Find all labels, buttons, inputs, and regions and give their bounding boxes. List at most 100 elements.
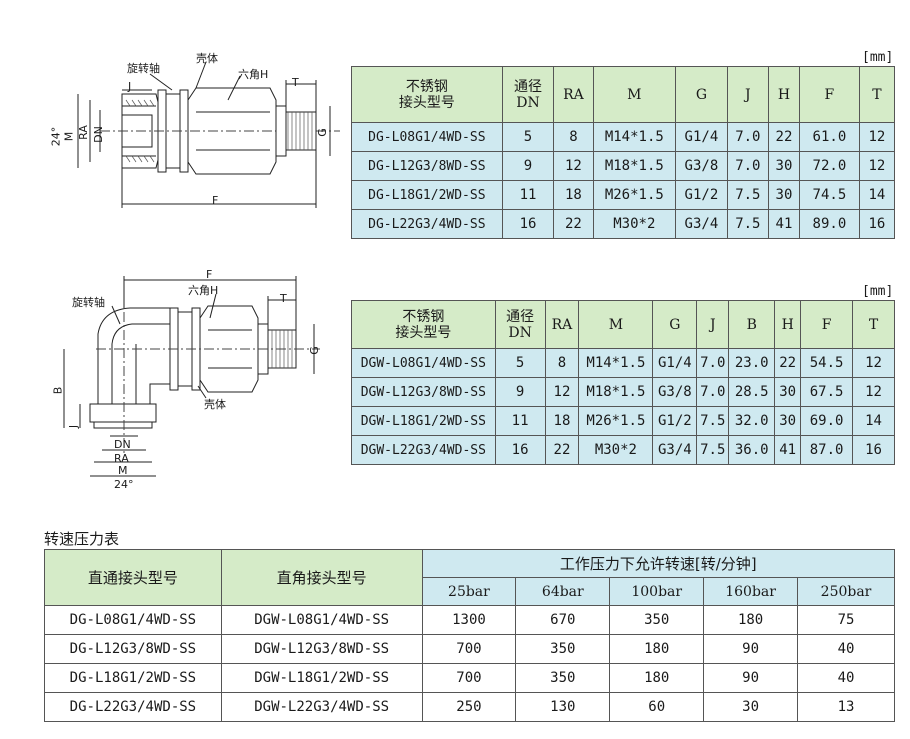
straight-fitting-spec-table: 不锈钢 接头型号 通径 DN RA M G J H F T DG-L08G1/4… [351, 66, 896, 239]
table2-cell: 7.5 [696, 435, 730, 465]
speed-cell: DG-L08G1/4WD-SS [44, 605, 222, 635]
speed-cell: 40 [797, 663, 895, 693]
table2-cell: 18 [544, 406, 580, 436]
table2-cell: G1/2 [652, 406, 698, 436]
table1-header-ra: RA [553, 66, 594, 123]
diagram2-label-m: M [118, 464, 128, 477]
speed-header-row-2: 25bar 64bar 100bar 160bar 250bar [45, 577, 895, 606]
table2-cell: 7.0 [696, 377, 730, 407]
table1-cell: M26*1.5 [592, 180, 677, 210]
table2-cell: 36.0 [728, 435, 776, 465]
table1-cell: 7.0 [726, 151, 770, 181]
table1-cell: DG-L08G1/4WD-SS [351, 122, 503, 152]
table2-cell: 22 [774, 348, 802, 378]
table2-cell: 30 [774, 377, 802, 407]
table1-cell: 7.5 [726, 180, 770, 210]
diagram1-label-t: T [292, 76, 299, 89]
table2-cell: 41 [774, 435, 802, 465]
speed-header-pressure: 160bar [703, 577, 799, 606]
speed-header-pressure: 64bar [515, 577, 611, 606]
table2-cell: 23.0 [728, 348, 776, 378]
speed-cell: DGW-L18G1/2WD-SS [220, 663, 423, 693]
table1-header-model: 不锈钢 接头型号 [351, 66, 503, 123]
speed-header-pressure: 100bar [609, 577, 705, 606]
table-row: DG-L12G3/8WD-SS 9 12 M18*1.5 G3/8 7.0 30… [351, 151, 896, 181]
speed-cell: DGW-L22G3/4WD-SS [220, 692, 423, 722]
speed-cell: 1300 [421, 605, 517, 635]
diagram2-label-t: T [280, 292, 287, 305]
table2-header-model: 不锈钢 接头型号 [351, 300, 496, 349]
table2-cell: DGW-L12G3/8WD-SS [351, 377, 496, 407]
speed-cell: 700 [421, 634, 517, 664]
diagram2-label-j: J [67, 424, 81, 429]
table2-cell: 32.0 [728, 406, 776, 436]
diagram2-label-b: B [51, 386, 65, 395]
diagram1-label-m: M [62, 131, 76, 142]
diagram1-label-j: J [128, 80, 132, 93]
table1-header-f: F [798, 66, 860, 123]
table2-header-m: M [578, 300, 654, 349]
table1-cell: 74.5 [798, 180, 860, 210]
diagram1-label-g: G [315, 128, 329, 137]
table-row: DGW-L18G1/2WD-SS 11 18 M26*1.5 G1/2 7.5 … [351, 406, 895, 436]
table2-header-t: T [852, 300, 895, 349]
speed-cell: 700 [421, 663, 517, 693]
speed-pressure-table: 直通接头型号 直角接头型号 工作压力下允许转速[转/分钟] 25bar 64ba… [44, 549, 896, 722]
table1-cell: 30 [768, 151, 800, 181]
table1-cell: G1/2 [675, 180, 728, 210]
diagram2-label-angle: 24° [114, 478, 134, 491]
table2-header-row: 不锈钢 接头型号 通径 DN RA M G J B H F T [351, 300, 895, 349]
table2-header-j: J [696, 300, 730, 349]
diagram2-label-dn: DN [114, 438, 131, 451]
speed-cell: DG-L12G3/8WD-SS [44, 634, 222, 664]
diagram2-label-shell: 壳体 [204, 398, 226, 411]
table2-cell: DGW-L18G1/2WD-SS [351, 406, 496, 436]
table2-header-ra: RA [544, 300, 580, 349]
table2-cell: DGW-L22G3/4WD-SS [351, 435, 496, 465]
table1-header-t: T [858, 66, 896, 123]
table1-cell: 89.0 [798, 209, 860, 239]
table-row: DGW-L12G3/8WD-SS 9 12 M18*1.5 G3/8 7.0 2… [351, 377, 895, 407]
speed-cell: 180 [609, 663, 705, 693]
speed-header-group: 工作压力下允许转速[转/分钟] [421, 549, 896, 578]
speed-cell: DGW-L08G1/4WD-SS [220, 605, 423, 635]
speed-cell: 180 [703, 605, 799, 635]
table-row: DG-L12G3/8WD-SS DGW-L12G3/8WD-SS 700 350… [44, 634, 895, 664]
table1-header-g: G [675, 66, 728, 123]
table1-cell: G3/4 [675, 209, 728, 239]
table2-header-h: H [774, 300, 802, 349]
speed-cell: 350 [515, 634, 611, 664]
diagram2-label-g: G [307, 346, 321, 355]
table2-cell: 5 [494, 348, 546, 378]
table1-cell: 11 [501, 180, 555, 210]
table-row: DG-L18G1/2WD-SS 11 18 M26*1.5 G1/2 7.5 3… [351, 180, 896, 210]
table2-cell: 28.5 [728, 377, 776, 407]
speed-cell: DG-L22G3/4WD-SS [44, 692, 222, 722]
speed-cell: 130 [515, 692, 611, 722]
angle-fitting-diagram [63, 276, 320, 477]
speed-cell: 350 [515, 663, 611, 693]
speed-cell: DGW-L12G3/8WD-SS [220, 634, 423, 664]
table1-cell: DG-L12G3/8WD-SS [351, 151, 503, 181]
table2-cell: G3/4 [652, 435, 698, 465]
speed-header-angle: 直角接头型号 [220, 549, 423, 606]
table1-cell: 12 [553, 151, 594, 181]
table1-cell: 16 [858, 209, 896, 239]
table-row: DG-L08G1/4WD-SS DGW-L08G1/4WD-SS 1300 67… [44, 605, 895, 635]
table1-cell: M18*1.5 [592, 151, 677, 181]
table2-cell: 30 [774, 406, 802, 436]
table1-cell: M14*1.5 [592, 122, 677, 152]
table1-cell: G3/8 [675, 151, 728, 181]
diagram1-label-f: F [212, 194, 219, 207]
diagram2-label-rotating-shaft: 旋转轴 [72, 296, 105, 309]
table-row: DG-L08G1/4WD-SS 5 8 M14*1.5 G1/4 7.0 22 … [351, 122, 896, 152]
table2-cell: 69.0 [800, 406, 854, 436]
table2-unit: [mm] [862, 284, 894, 299]
table1-cell: 7.5 [726, 209, 770, 239]
table2-cell: 9 [494, 377, 546, 407]
speed-header-straight: 直通接头型号 [44, 549, 222, 606]
table1-cell: 30 [768, 180, 800, 210]
speed-cell: 670 [515, 605, 611, 635]
table1-cell: M30*2 [592, 209, 677, 239]
table-row: DGW-L22G3/4WD-SS 16 22 M30*2 G3/4 7.5 36… [351, 435, 895, 465]
